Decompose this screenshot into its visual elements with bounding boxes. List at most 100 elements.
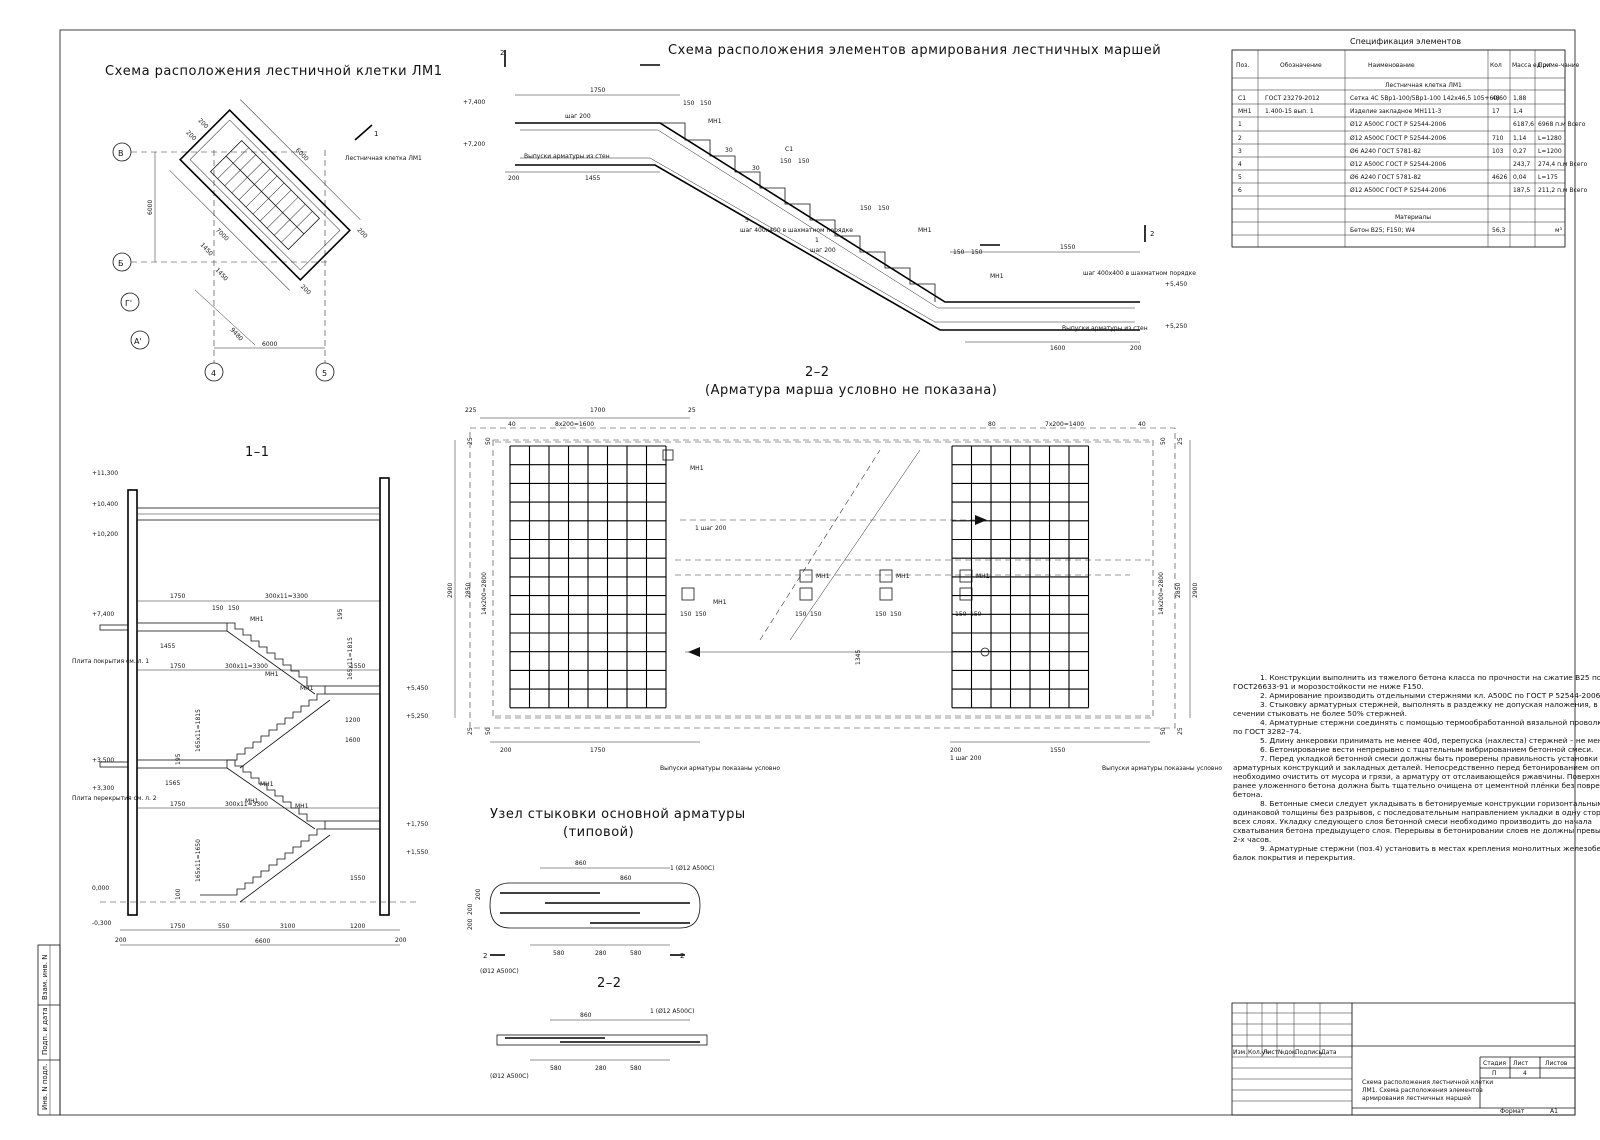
svg-text:165х11=1815: 165х11=1815	[195, 709, 202, 752]
note-line: 2. Армирование производить отдельными ст…	[1260, 691, 1600, 700]
svg-text:25: 25	[1177, 437, 1184, 445]
svg-text:1600: 1600	[1050, 345, 1065, 352]
svg-text:шаг 400х400 в шахматном порядк: шаг 400х400 в шахматном порядке	[1083, 270, 1196, 277]
svg-text:7х200=1400: 7х200=1400	[1045, 421, 1084, 428]
svg-text:Выпуски арматуры из стен: Выпуски арматуры из стен	[524, 153, 610, 160]
svg-text:150: 150	[700, 100, 712, 107]
svg-text:шаг 200: шаг 200	[565, 113, 591, 120]
note-line: по ГОСТ 3282–74.	[1233, 727, 1301, 736]
svg-text:860: 860	[580, 1012, 592, 1019]
svg-text:150: 150	[970, 611, 982, 618]
side-stamp-1: Взам. инв. N	[41, 955, 49, 1000]
svg-text:Выпуски арматуры из стен: Выпуски арматуры из стен	[1062, 325, 1148, 332]
svg-text:40: 40	[508, 421, 516, 428]
node-detail: Узел стыковки основной арматуры (типовой…	[467, 807, 746, 975]
spec-cell: 0,04	[1513, 174, 1527, 181]
svg-text:МН1: МН1	[713, 599, 727, 606]
svg-text:150: 150	[971, 249, 983, 256]
svg-text:25: 25	[467, 727, 474, 735]
svg-text:300х11=3300: 300х11=3300	[225, 663, 268, 670]
spec-cell: Ø6 А240 ГОСТ 5781-82	[1350, 148, 1421, 155]
svg-text:+7,200: +7,200	[463, 141, 485, 148]
svg-text:МН1: МН1	[918, 227, 932, 234]
svg-text:(Ø12 А500С): (Ø12 А500С)	[480, 968, 519, 975]
spec-cell: Сетка 4С 5Вр1-100/5Вр1-100 142х46,5 105+…	[1350, 95, 1507, 102]
spec-header: Приме-чание	[1538, 62, 1580, 69]
spec-cell: 5	[1238, 174, 1242, 181]
svg-text:6000: 6000	[262, 341, 277, 348]
svg-text:2850: 2850	[465, 583, 472, 598]
side-stamp-2: Подп. и дата	[41, 1007, 49, 1055]
svg-text:165х11=1815: 165х11=1815	[347, 637, 354, 680]
spec-cell: 211,2 п.м Всего	[1538, 187, 1588, 194]
svg-text:200: 200	[299, 283, 312, 296]
svg-text:МН1: МН1	[250, 616, 264, 623]
svg-text:580: 580	[630, 950, 642, 957]
svg-text:580: 580	[553, 950, 565, 957]
svg-text:150: 150	[228, 605, 240, 612]
svg-text:2: 2	[680, 952, 684, 960]
node-title: Узел стыковки основной арматуры	[490, 807, 746, 822]
svg-text:0,000: 0,000	[92, 885, 109, 892]
spec-cell: 4	[1238, 161, 1242, 168]
spec-cell: 103	[1492, 148, 1504, 155]
svg-text:1: 1	[815, 237, 819, 244]
spec-header: Кол	[1490, 62, 1502, 69]
svg-text:280: 280	[595, 950, 607, 957]
sec11-title: 1–1	[245, 445, 270, 460]
svg-text:1750: 1750	[170, 663, 185, 670]
note-line: балок покрытия и перекрытия.	[1233, 853, 1355, 862]
svg-text:1 шаг 200: 1 шаг 200	[695, 525, 727, 532]
svg-text:+5,450: +5,450	[406, 685, 428, 692]
svg-text:2900: 2900	[447, 583, 454, 598]
svg-text:150: 150	[680, 611, 692, 618]
svg-text:2: 2	[500, 49, 504, 57]
svg-text:1200: 1200	[345, 717, 360, 724]
spec-header: Масса ед.,кг	[1512, 62, 1551, 69]
note-line: схватывания бетона предыдущего слоя. Пер…	[1233, 826, 1600, 835]
note-line: всех слоях. Укладку следующего слоя бето…	[1233, 817, 1592, 826]
svg-text:200: 200	[115, 937, 127, 944]
svg-text:7000: 7000	[214, 227, 230, 243]
spec-cell: L=1200	[1538, 148, 1562, 155]
side-stamp-3: Инв. N подл.	[41, 1064, 49, 1110]
svg-text:200: 200	[356, 227, 369, 240]
spec-cell: 6968 п.м Всего	[1538, 121, 1586, 128]
svg-text:150: 150	[212, 605, 224, 612]
svg-text:5: 5	[745, 217, 749, 224]
svg-text:150: 150	[695, 611, 707, 618]
svg-text:-0,300: -0,300	[92, 920, 112, 927]
svg-text:1550: 1550	[1060, 244, 1075, 251]
format-label: Формат	[1500, 1108, 1525, 1115]
stamp-sheet-val: 4	[1523, 1070, 1527, 1077]
svg-text:25: 25	[467, 437, 474, 445]
svg-text:2900: 2900	[1192, 583, 1199, 598]
spec-cell: Ø12 А500С ГОСТ Р 52544-2006	[1350, 135, 1446, 142]
svg-text:шаг 400х400 в шахматном порядк: шаг 400х400 в шахматном порядке	[740, 227, 853, 234]
svg-text:1 шаг 200: 1 шаг 200	[950, 755, 982, 762]
svg-text:200: 200	[184, 129, 197, 142]
svg-text:80: 80	[988, 421, 996, 428]
svg-text:25: 25	[688, 407, 696, 414]
spec-section: Материалы	[1395, 214, 1431, 221]
svg-text:+5,250: +5,250	[1165, 323, 1187, 330]
stamp-col: Кол.уч	[1248, 1049, 1269, 1056]
svg-text:1700: 1700	[590, 407, 605, 414]
svg-text:200: 200	[196, 117, 209, 130]
svg-text:+3,300: +3,300	[92, 785, 114, 792]
svg-text:25: 25	[1177, 727, 1184, 735]
axis-v: В	[118, 149, 124, 158]
svg-text:165х11=1650: 165х11=1650	[195, 839, 202, 882]
svg-text:1750: 1750	[590, 747, 605, 754]
svg-text:280: 280	[595, 1065, 607, 1072]
svg-text:1455: 1455	[160, 643, 175, 650]
spec-cell: м³	[1555, 227, 1563, 234]
spec-cell: Изделие закладное МН111-3	[1350, 108, 1442, 115]
svg-text:+10,200: +10,200	[92, 531, 118, 538]
mesh-right	[951, 445, 1090, 709]
spec-cell: 1.400-15 вып. 1	[1265, 108, 1314, 115]
stamp-col: Подпись	[1295, 1049, 1322, 1056]
svg-text:150: 150	[860, 205, 872, 212]
node-2-2: 2–2 860 580 280 580 1 (Ø12 А500С) (Ø12 А…	[490, 976, 708, 1080]
